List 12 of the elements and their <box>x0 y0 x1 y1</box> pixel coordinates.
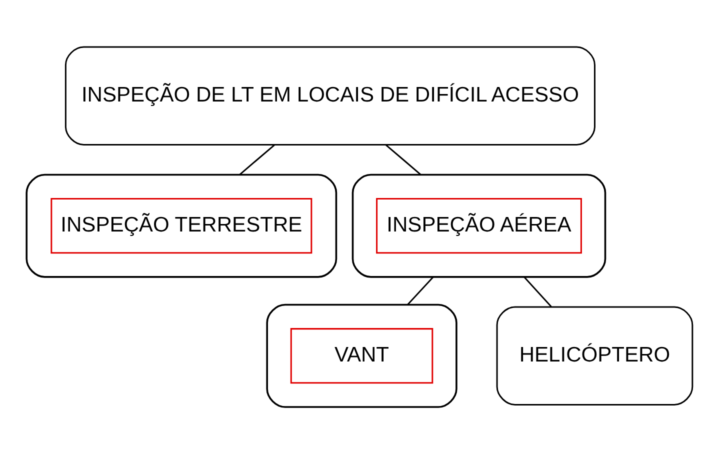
connector <box>524 276 552 308</box>
cluster <box>352 174 606 278</box>
connector <box>386 144 422 176</box>
node-box: VANT <box>290 328 434 384</box>
connector <box>239 144 275 176</box>
node-box: HELICÓPTERO <box>496 306 694 406</box>
cluster <box>266 304 458 408</box>
connector <box>407 276 434 306</box>
node-box: INSPEÇÃO AÉREA <box>376 198 582 254</box>
node-box: INSPEÇÃO DE LT EM LOCAIS DE DIFÍCIL ACESSO <box>64 46 596 146</box>
node-box: INSPEÇÃO TERRESTRE <box>50 198 312 254</box>
cluster <box>26 174 338 278</box>
